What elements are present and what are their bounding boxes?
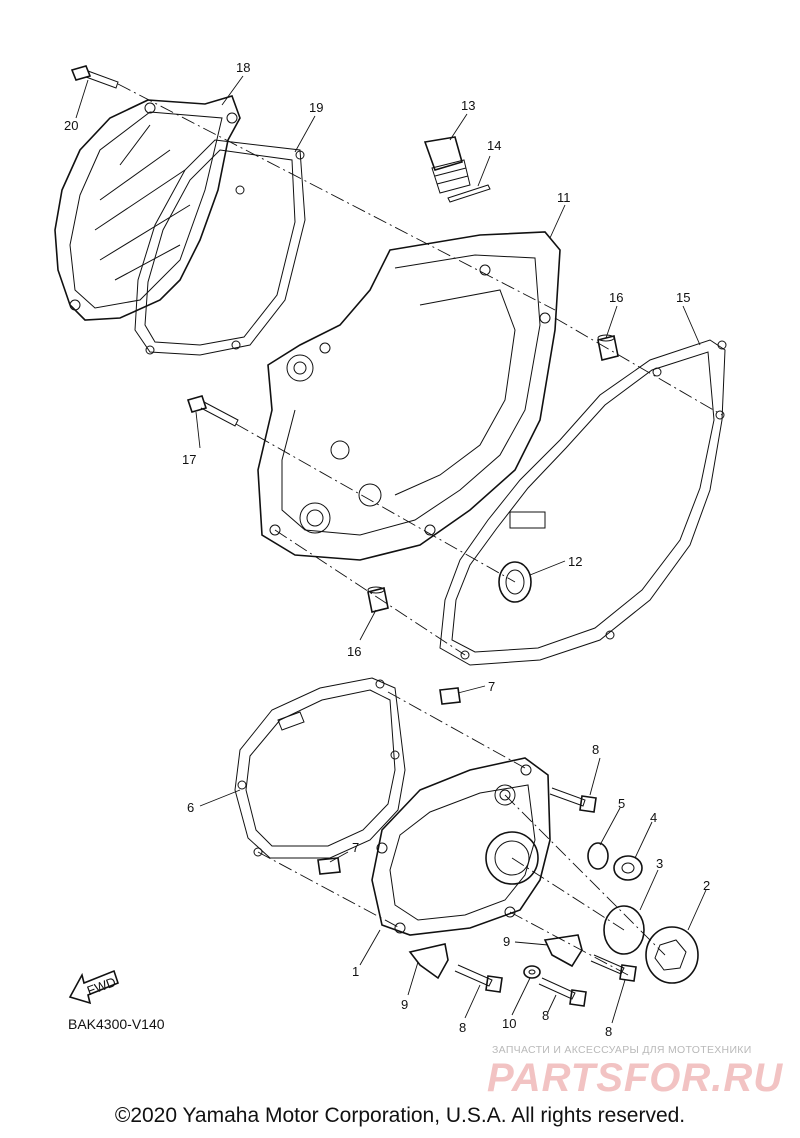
- callout-20: 20: [64, 118, 78, 133]
- watermark-logo: PARTSFOR.RU: [487, 1056, 784, 1100]
- bolt-lower-mid-part: [538, 977, 587, 1007]
- callout-8-lower-right: 8: [605, 1024, 612, 1039]
- callout-8-lower-left: 8: [459, 1020, 466, 1035]
- callout-8-top: 8: [592, 742, 599, 757]
- callout-4: 4: [650, 810, 657, 825]
- filler-cap-part: [423, 136, 471, 194]
- callout-12: 12: [568, 554, 582, 569]
- callout-18: 18: [236, 60, 250, 75]
- callout-1: 1: [352, 964, 359, 979]
- small-plug-part: [613, 855, 643, 881]
- dowel-pin-b-part: [317, 857, 341, 875]
- cover-gasket-part: [134, 139, 306, 356]
- crankcase-cover-part: [257, 231, 561, 561]
- small-o-ring-part: [587, 842, 609, 870]
- bolt-lower-left-part: [454, 964, 503, 993]
- bolt-lower-right-part: [590, 954, 637, 982]
- bracket-right-part: [543, 934, 583, 968]
- bracket-left-part: [408, 943, 449, 980]
- clutch-cover-part: [54, 95, 241, 321]
- diagram-code: BAK4300-V140: [68, 1016, 165, 1032]
- fwd-arrow-icon: [68, 969, 119, 1005]
- dowel-pin-a-part: [439, 687, 461, 705]
- callout-3: 3: [656, 856, 663, 871]
- callout-5: 5: [618, 796, 625, 811]
- outer-cover-gasket-part: [234, 677, 406, 859]
- large-plug-part: [645, 926, 699, 984]
- oil-seal-part: [498, 561, 532, 603]
- callout-15: 15: [676, 290, 690, 305]
- callout-14: 14: [487, 138, 501, 153]
- fwd-label: FWD: [85, 974, 118, 998]
- watermark-tagline: ЗАПЧАСТИ И АКСЕССУАРЫ ДЛЯ МОТОТЕХНИКИ: [492, 1044, 752, 1056]
- callout-10: 10: [502, 1016, 516, 1031]
- callout-16-lower: 16: [347, 644, 361, 659]
- callout-19: 19: [309, 100, 323, 115]
- callout-7-lower: 7: [352, 840, 359, 855]
- callout-13: 13: [461, 98, 475, 113]
- callout-9-left: 9: [401, 997, 408, 1012]
- long-bolt-part: [186, 395, 239, 427]
- callout-8-lower-mid: 8: [542, 1008, 549, 1023]
- copyright-notice: ©2020 Yamaha Motor Corporation, U.S.A. A…: [114, 1104, 686, 1127]
- crankcase-gasket-part: [439, 339, 727, 666]
- callout-6: 6: [187, 800, 194, 815]
- outer-cover-part: [371, 757, 551, 936]
- callout-16-upper: 16: [609, 290, 623, 305]
- alignment-lines: [117, 83, 723, 976]
- dowel-pin-lower-part: [367, 586, 389, 613]
- dowel-pin-upper-part: [597, 334, 619, 361]
- callout-11: 11: [557, 190, 571, 205]
- leader-lines: [75, 75, 707, 1024]
- callout-2: 2: [703, 878, 710, 893]
- callout-17: 17: [182, 452, 196, 467]
- callout-labels: 20 18 19 13 14 11 16 15 17 12 16 7 6 7 8…: [64, 60, 710, 1039]
- large-o-ring-part: [603, 905, 645, 955]
- bolt-top-right-part: [549, 787, 597, 813]
- o-ring-part: [447, 184, 491, 203]
- cover-bolt-part: [70, 65, 119, 89]
- callout-7-upper: 7: [488, 679, 495, 694]
- washer-part: [523, 965, 541, 979]
- callout-9-right: 9: [503, 934, 510, 949]
